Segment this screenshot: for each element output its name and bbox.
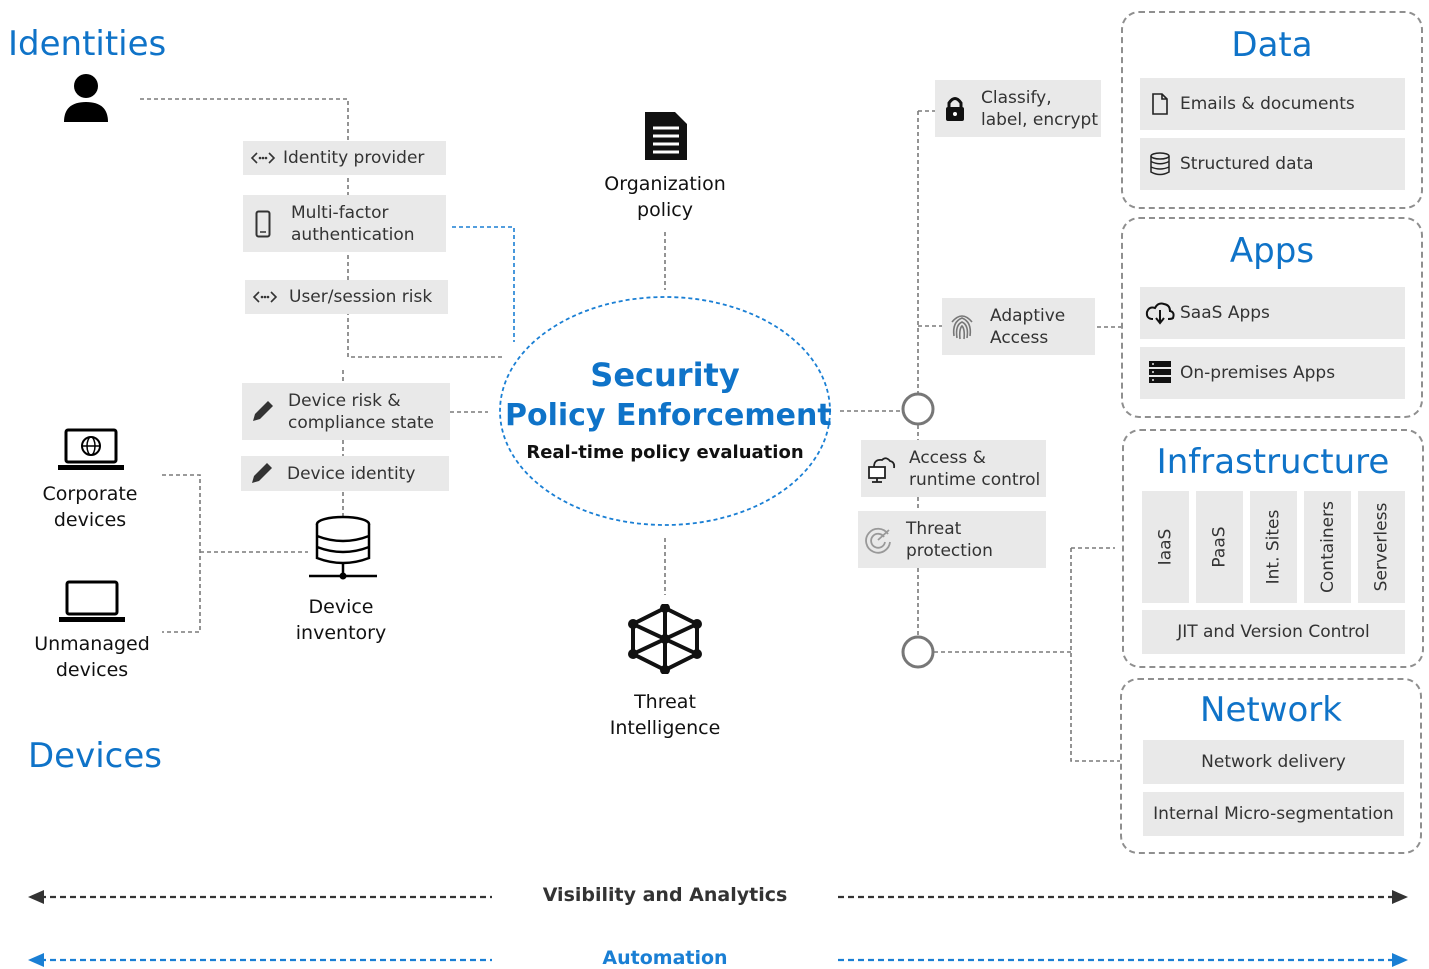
policy-document-icon <box>641 110 689 166</box>
organization-policy-line2: policy <box>637 199 693 221</box>
mfa-label-line1: Multi-factor <box>291 202 389 223</box>
iaas-label: IaaS <box>1155 528 1176 566</box>
int-sites-label: Int. Sites <box>1263 509 1284 585</box>
lock-icon <box>935 95 975 123</box>
on-premises-apps-box: On-premises Apps <box>1140 347 1405 399</box>
laptop-icon <box>59 580 125 628</box>
identity-provider-box: Identity provider <box>243 141 446 175</box>
unmanaged-devices-line1: Unmanaged <box>34 633 150 655</box>
database-icon <box>1140 152 1180 176</box>
mfa-label-line2: authentication <box>291 224 415 245</box>
cloud-monitor-icon <box>861 455 901 483</box>
data-panel: Data Emails & documents Structured data <box>1121 11 1423 209</box>
containers-label: Containers <box>1317 501 1338 593</box>
security-policy-title-line2: Policy Enforcement <box>505 398 832 433</box>
device-risk-label-line1: Device risk & <box>288 390 401 411</box>
network-delivery-box: Network delivery <box>1143 740 1404 784</box>
code-arrows-icon <box>245 290 285 304</box>
threat-intelligence-line1: Threat <box>634 691 696 713</box>
adaptive-access-line1: Adaptive <box>990 305 1066 326</box>
saas-apps-box: SaaS Apps <box>1140 287 1405 339</box>
device-inventory-label: Device inventory <box>276 594 406 646</box>
unmanaged-devices-label: Unmanaged devices <box>20 631 164 683</box>
threat-network-icon <box>627 603 703 678</box>
saas-apps-label: SaaS Apps <box>1180 303 1270 323</box>
organization-policy-label: Organization policy <box>585 171 745 223</box>
pencil-icon <box>242 399 282 425</box>
devices-title: Devices <box>28 736 162 776</box>
threat-protection-line1: Threat <box>906 518 962 539</box>
serverless-column: Serverless <box>1358 491 1405 603</box>
pencil-icon <box>241 461 281 487</box>
int-sites-column: Int. Sites <box>1250 491 1297 603</box>
paas-column: PaaS <box>1196 491 1243 603</box>
security-policy-title-line1: Security <box>590 356 740 394</box>
classify-line2: label, encrypt <box>981 109 1099 130</box>
device-risk-box: Device risk &compliance state <box>242 383 450 440</box>
access-runtime-line2: runtime control <box>909 469 1041 490</box>
identity-provider-label: Identity provider <box>283 148 425 168</box>
real-time-evaluation-label: Real-time policy evaluation <box>526 442 804 463</box>
unmanaged-devices-line2: devices <box>55 659 129 681</box>
network-delivery-label: Network delivery <box>1201 752 1346 772</box>
jit-version-control-label: JIT and Version Control <box>1177 622 1370 642</box>
on-premises-apps-label: On-premises Apps <box>1180 363 1336 383</box>
network-title: Network <box>1200 690 1342 730</box>
classify-line1: Classify, <box>981 87 1052 108</box>
micro-segmentation-box: Internal Micro-segmentation <box>1143 792 1404 836</box>
visibility-analytics-label: Visibility and Analytics <box>542 884 788 906</box>
access-runtime-box: Access &runtime control <box>861 440 1046 497</box>
radar-icon <box>858 526 898 554</box>
threat-protection-line2: protection <box>906 540 993 561</box>
laptop-globe-icon <box>58 428 124 476</box>
identities-title: Identities <box>8 24 167 64</box>
corporate-devices-line2: devices <box>53 509 127 531</box>
security-policy-enforcement: Security Policy Enforcement Real-time po… <box>505 354 832 463</box>
device-identity-label: Device identity <box>287 463 416 484</box>
corporate-devices-label: Corporate devices <box>20 481 160 533</box>
user-session-risk-box: User/session risk <box>245 280 448 314</box>
device-inventory-line2: inventory <box>295 622 387 644</box>
cloud-download-icon <box>1140 301 1180 325</box>
emails-documents-box: Emails & documents <box>1140 78 1405 130</box>
organization-policy-line1: Organization <box>604 173 726 195</box>
database-icon <box>307 514 379 584</box>
apps-panel: Apps SaaS Apps On-premises Apps <box>1121 217 1423 418</box>
iaas-column: IaaS <box>1142 491 1189 603</box>
emails-documents-label: Emails & documents <box>1180 94 1355 114</box>
infrastructure-title: Infrastructure <box>1156 442 1390 482</box>
device-identity-box: Device identity <box>241 456 449 491</box>
fingerprint-icon <box>942 312 982 342</box>
data-title: Data <box>1231 25 1313 65</box>
device-inventory-line1: Device <box>308 596 374 618</box>
code-arrows-icon <box>243 151 283 165</box>
device-risk-label-line2: compliance state <box>288 412 435 433</box>
network-panel: Network Network delivery Internal Micro-… <box>1120 678 1422 854</box>
apps-title: Apps <box>1229 231 1315 271</box>
user-session-risk-label: User/session risk <box>289 287 433 307</box>
automation-label: Automation <box>602 947 728 969</box>
infrastructure-panel: Infrastructure IaaS PaaS Int. Sites Cont… <box>1122 429 1424 668</box>
jit-version-control-box: JIT and Version Control <box>1142 610 1405 654</box>
serverless-label: Serverless <box>1371 502 1392 592</box>
phone-icon <box>243 210 283 238</box>
classify-label-box: Classify,label, encrypt <box>935 80 1101 137</box>
access-runtime-line1: Access & <box>909 447 986 468</box>
threat-intelligence-line2: Intelligence <box>609 717 721 739</box>
person-icon <box>62 72 110 128</box>
document-icon <box>1140 93 1180 115</box>
corporate-devices-line1: Corporate <box>42 483 138 505</box>
micro-segmentation-label: Internal Micro-segmentation <box>1153 804 1394 824</box>
paas-label: PaaS <box>1209 526 1230 568</box>
structured-data-box: Structured data <box>1140 138 1405 190</box>
containers-column: Containers <box>1304 491 1351 603</box>
adaptive-access-line2: Access <box>990 327 1049 348</box>
structured-data-label: Structured data <box>1180 154 1314 174</box>
server-icon <box>1140 360 1180 386</box>
